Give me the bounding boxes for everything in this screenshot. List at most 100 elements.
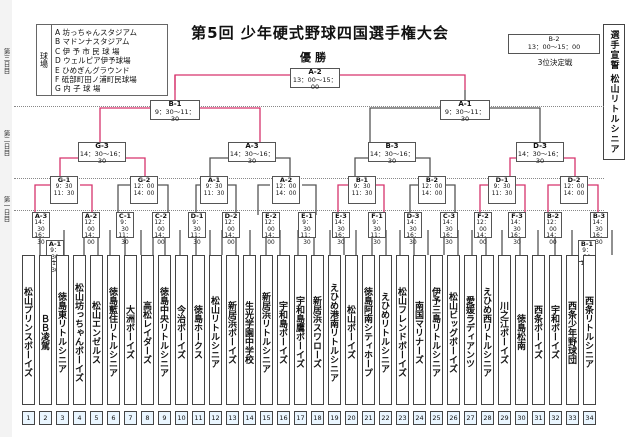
oath-label: 選手宣誓 松山リトルシニア bbox=[603, 24, 625, 160]
team-name: 西条リトルシニア bbox=[583, 255, 596, 405]
match-time: 14：30 bbox=[510, 219, 524, 233]
match-code: B-2 bbox=[425, 176, 439, 184]
match-code: A-2 bbox=[308, 68, 322, 76]
match-time: 14：30～16：30 bbox=[229, 149, 275, 165]
match-time: 11：30 bbox=[491, 190, 513, 197]
match-code: A-1 bbox=[458, 100, 472, 108]
team-number: 6 bbox=[107, 411, 120, 425]
third-place-label: 3位決定戦 bbox=[537, 58, 573, 67]
match-code: F-3 bbox=[511, 212, 523, 220]
team-number: 10 bbox=[175, 411, 188, 425]
match-time: 12：00 bbox=[476, 219, 490, 233]
team-number: 2 bbox=[39, 411, 52, 425]
match-code: B-2 bbox=[546, 212, 560, 220]
match-code: D-3 bbox=[406, 212, 420, 220]
match-code: F-1 bbox=[371, 212, 383, 220]
round-label-day1: 第一日目 bbox=[2, 196, 10, 222]
team-name: 徳島中央リトルシニア bbox=[158, 255, 171, 405]
match-code: A-2 bbox=[279, 176, 293, 184]
match-time: 16：30 bbox=[334, 233, 348, 247]
team-name: 川之江ボーイズ bbox=[498, 255, 511, 405]
team-number: 27 bbox=[464, 411, 477, 425]
venue-item: G 内 子 球 場 bbox=[55, 84, 101, 94]
match-time: 16：30 bbox=[406, 233, 420, 247]
team-name: 宇和ボーイズ bbox=[549, 255, 562, 405]
match-time: 12：00 bbox=[563, 183, 585, 190]
team-name: 新居浜ボーイズ bbox=[226, 255, 239, 405]
match-time: 12：00 bbox=[133, 183, 155, 190]
team-name: 宇和島ボーイズ bbox=[277, 255, 290, 405]
team-number: 26 bbox=[447, 411, 460, 425]
team-name: 今治ボーイズ bbox=[175, 255, 188, 405]
match-code: A-1 bbox=[48, 240, 62, 248]
match-time: 11：30 bbox=[351, 190, 373, 197]
team-number: 25 bbox=[430, 411, 443, 425]
round-label-day3: 第三日目 bbox=[2, 48, 10, 74]
team-number: 33 bbox=[566, 411, 579, 425]
team-number: 12 bbox=[209, 411, 222, 425]
venue-item: B マドンナスタジアム bbox=[55, 37, 130, 47]
match-code: E-1 bbox=[301, 212, 313, 220]
match-round1: D-1 9：30 11：30 bbox=[488, 176, 516, 204]
team-number: 20 bbox=[345, 411, 358, 425]
match-time: 9：30 bbox=[493, 183, 511, 190]
team-name: えひめ西リトルシニア bbox=[481, 255, 494, 405]
match-time: 16：30 bbox=[34, 233, 48, 247]
team-number: 24 bbox=[413, 411, 426, 425]
team-number: 29 bbox=[498, 411, 511, 425]
match-time: 9：30 bbox=[353, 183, 371, 190]
championship-label: 優勝 bbox=[300, 51, 330, 64]
match-time: 14：00 bbox=[224, 233, 238, 247]
match-time: 14：00 bbox=[133, 190, 155, 197]
match-code: G-2 bbox=[137, 176, 151, 184]
match-round1: G-2 12：00 14：00 bbox=[130, 176, 158, 204]
match-time: 14：00 bbox=[275, 190, 297, 197]
match-time: 14：30～16：30 bbox=[79, 149, 125, 165]
match-time: 11：30 bbox=[53, 190, 75, 197]
match-code: D-1 bbox=[495, 176, 509, 184]
match-time: 14：30 bbox=[442, 219, 456, 233]
venue-item: F 砥部町田ノ浦町民球場 bbox=[55, 75, 137, 85]
team-number: 21 bbox=[362, 411, 375, 425]
team-name: 愛媛ラディアンツ bbox=[464, 255, 477, 405]
match-time: 12：00 bbox=[421, 183, 443, 190]
match-round1: B-2 12：00 14：00 bbox=[418, 176, 446, 204]
match-time: 13：00～15：00 bbox=[292, 75, 338, 91]
match-round1: G-1 9：30 11：30 bbox=[50, 176, 78, 204]
match-time: 12：00 bbox=[84, 219, 98, 233]
match-time: 14：30 bbox=[334, 219, 348, 233]
match-time: 9：30 bbox=[372, 219, 382, 233]
team-number: 5 bbox=[90, 411, 103, 425]
match-quarterfinal: A-3 14：30～16：30 bbox=[228, 142, 276, 165]
team-name: 伊予三島リトルシニア bbox=[430, 255, 443, 405]
match-code: D-2 bbox=[567, 176, 581, 184]
match-semifinal-right: A-1 9：30～11：30 bbox=[440, 100, 490, 123]
match-time: 14：00 bbox=[563, 190, 585, 197]
match-time: 11：30 bbox=[118, 233, 132, 247]
match-time: 16：30 bbox=[442, 233, 456, 247]
team-number: 9 bbox=[158, 411, 171, 425]
match-code: E-3 bbox=[335, 212, 347, 220]
match-semifinal-left: B-1 9：30～11：30 bbox=[150, 100, 200, 123]
match-time: 9：30 bbox=[50, 247, 60, 261]
match-time: 9：30～11：30 bbox=[154, 107, 196, 123]
team-name: 徳島東リトルシニア bbox=[56, 255, 69, 405]
venue-item: A 坊っちゃんスタジアム bbox=[55, 28, 137, 37]
team-number: 7 bbox=[124, 411, 137, 425]
team-number: 13 bbox=[226, 411, 239, 425]
match-time: 14：00 bbox=[546, 233, 560, 247]
team-name: 西条少年野球団 bbox=[566, 255, 579, 405]
match-code: B-3 bbox=[592, 212, 606, 220]
left-margin-strip bbox=[0, 0, 12, 437]
team-number: 1 bbox=[22, 411, 35, 425]
team-name: 西条ボーイズ bbox=[532, 255, 545, 405]
match-code: D-1 bbox=[190, 212, 204, 220]
match-time: 9：30 bbox=[192, 219, 202, 233]
third-place-match: B-2 13：00～15：00 bbox=[508, 34, 600, 54]
match-code: A-3 bbox=[34, 212, 48, 220]
